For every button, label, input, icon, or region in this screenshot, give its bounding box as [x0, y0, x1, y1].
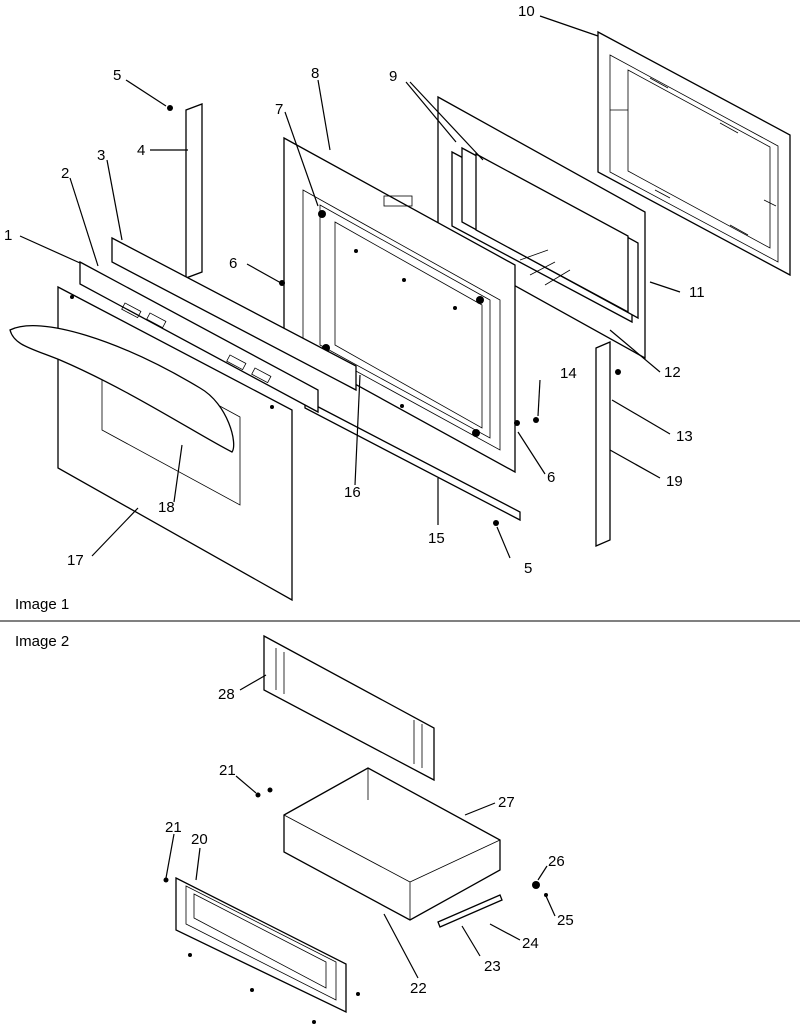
- part-9-glass-panels: [437, 95, 646, 360]
- callout: 6: [229, 255, 237, 272]
- part-3-top-trim: [111, 236, 357, 392]
- callout: 26: [548, 853, 565, 870]
- callout: 5: [113, 67, 121, 84]
- part-1-2-panel-strip: [79, 260, 319, 414]
- callout: 3: [97, 147, 105, 164]
- screw: [312, 1020, 316, 1024]
- part-24-slide-rail: [437, 894, 503, 928]
- callout: 24: [522, 935, 539, 952]
- image-2-leader-lines: [165, 674, 556, 979]
- callout: 15: [428, 530, 445, 547]
- part-6-hinge-left: [279, 280, 285, 286]
- callout: 7: [275, 101, 283, 118]
- part-21-screw: [163, 877, 169, 883]
- callout: 17: [67, 552, 84, 569]
- callout: 20: [191, 831, 208, 848]
- callout: 4: [137, 142, 145, 159]
- image-2-label: Image 2: [15, 633, 69, 650]
- callout: 10: [518, 3, 535, 20]
- part-21-screw: [255, 792, 261, 798]
- part-10-outer-frame: [597, 30, 791, 277]
- part-5-screw-bottom: [493, 520, 499, 526]
- part-13-side-channel: [595, 341, 611, 547]
- callout: 19: [666, 473, 683, 490]
- screw: [188, 953, 192, 957]
- part-22-drawer-body: [283, 767, 501, 921]
- image-2-drawer-assembly: 28 21 21 20 27 26 25 24 23 22 Image 2: [15, 633, 574, 1024]
- image-1-leader-lines: [19, 15, 681, 559]
- part-12-fastener: [615, 369, 621, 375]
- callout: 9: [389, 68, 397, 85]
- part-21-screw: [267, 787, 273, 793]
- callout: 21: [165, 819, 182, 836]
- part-28-rear-panel: [263, 634, 435, 782]
- callout: 21: [219, 762, 236, 779]
- callout: 28: [218, 686, 235, 703]
- callout: 2: [61, 165, 69, 182]
- part-14-screw: [533, 417, 539, 423]
- part-26-knob: [532, 881, 540, 889]
- callout: 25: [557, 912, 574, 929]
- callout: 23: [484, 958, 501, 975]
- part-8-inner-door: [283, 136, 516, 474]
- part-25-screw: [544, 893, 548, 897]
- part-20-drawer-front: [175, 876, 347, 1014]
- callout: 18: [158, 499, 175, 516]
- callout: 16: [344, 484, 361, 501]
- image-1-label: Image 1: [15, 596, 69, 613]
- callout: 13: [676, 428, 693, 445]
- part-18-handle: [9, 325, 235, 453]
- image-1-door-assembly: 1 2 3 4 5 6 7 8 9 10 11 12 13 14 6 15 5 …: [4, 3, 791, 613]
- screw: [250, 988, 254, 992]
- part-6-hinge-right: [514, 420, 520, 426]
- callout: 6: [547, 469, 555, 486]
- callout: 14: [560, 365, 577, 382]
- screw: [356, 992, 360, 996]
- callout: 5: [524, 560, 532, 577]
- callout: 11: [689, 284, 705, 301]
- callout: 22: [410, 980, 427, 997]
- callout: 8: [311, 65, 319, 82]
- callout: 27: [498, 794, 515, 811]
- part-4-side-channel: [185, 103, 203, 279]
- callout: 12: [664, 364, 681, 381]
- part-5-screw-top: [167, 105, 173, 111]
- callout: 1: [4, 227, 12, 244]
